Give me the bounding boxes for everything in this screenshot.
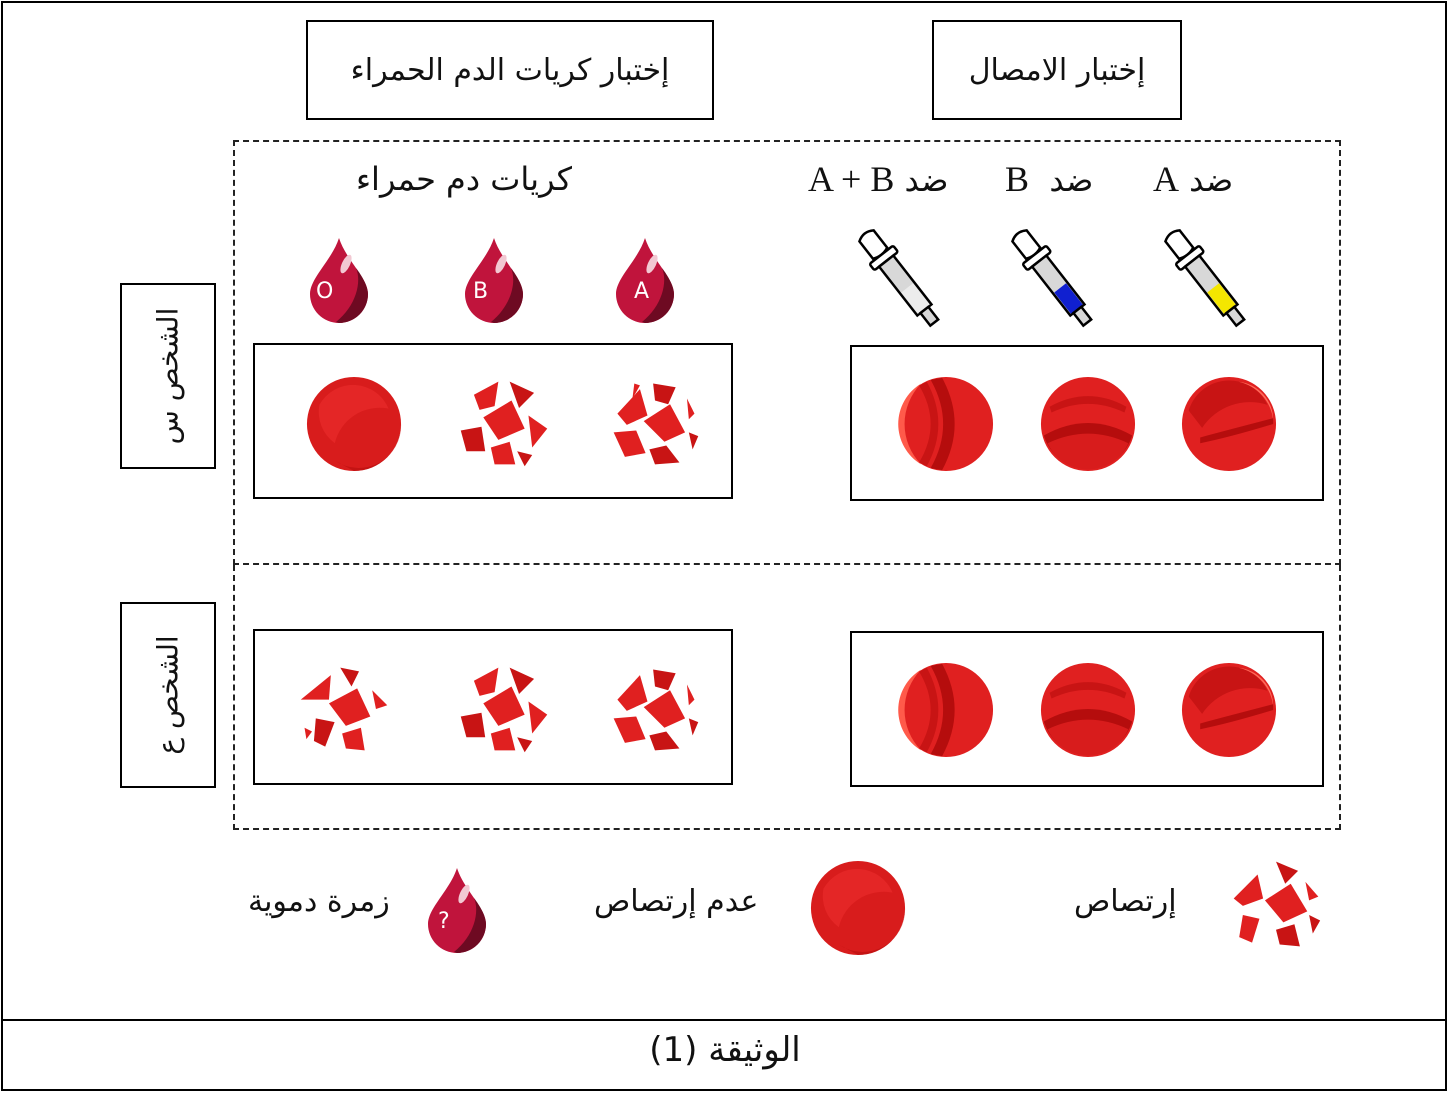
- person-y-label: الشخص ع: [120, 602, 216, 788]
- rbc-test-header-text: إختبار كريات الدم الحمراء: [350, 52, 670, 88]
- serum-test-header-text: إختبار الامصال: [968, 52, 1146, 88]
- intact-cell: [1181, 376, 1277, 472]
- rbc-test-header: إختبار كريات الدم الحمراء: [306, 20, 714, 120]
- legend-no-agglutination-label: عدم إرتصاص: [594, 884, 759, 919]
- dropper-icon-anti-a: [1164, 229, 1246, 328]
- legend-agglutination-icon: [1233, 861, 1321, 947]
- intact-cell: [1181, 662, 1277, 758]
- caption-divider: [1, 1019, 1447, 1021]
- intact-cell: [898, 376, 994, 472]
- agglutinated-cell: [460, 667, 548, 753]
- rbc-label: كريات دم حمراء: [356, 160, 572, 198]
- dropper-icon-anti-b: [1011, 229, 1093, 328]
- legend-agglutination-label: إرتصاص: [1074, 884, 1177, 919]
- agglutinated-cell: [300, 667, 388, 751]
- dropper-icon-anti-ab: [858, 229, 940, 328]
- figure-caption: الوثيقة (1): [649, 1030, 801, 1070]
- person-x-region: [233, 140, 1341, 565]
- agglutinated-cell: [613, 383, 699, 465]
- blood-drop-icon-o: O: [310, 238, 368, 323]
- intact-cell: [1040, 662, 1136, 758]
- intact-cell: [898, 662, 994, 758]
- legend-no-agglutination-icon: [810, 860, 906, 956]
- serum-label-a: ضد A: [1153, 159, 1234, 199]
- legend-blood-group-label: زمرة دموية: [248, 884, 390, 919]
- intact-cell: [306, 376, 402, 472]
- blood-drop-icon-b: B: [465, 238, 523, 323]
- intact-cell: [1040, 376, 1136, 472]
- drop-letter: A: [634, 279, 649, 304]
- person-y-region: [233, 565, 1341, 830]
- drop-letter: B: [473, 279, 488, 304]
- serum-test-header: إختبار الامصال: [932, 20, 1182, 120]
- serum-label-b: ضد B: [1005, 159, 1094, 199]
- person-x-label: الشخص س: [120, 283, 216, 469]
- legend-blood-group-icon: ?: [428, 868, 486, 953]
- serum-label-ab: ضد A + B: [808, 159, 949, 199]
- drop-letter: O: [316, 279, 333, 304]
- drop-question-mark: ?: [438, 909, 450, 934]
- blood-drop-icon-a: A: [616, 238, 674, 323]
- agglutinated-cell: [460, 381, 548, 467]
- agglutinated-cell: [613, 669, 699, 751]
